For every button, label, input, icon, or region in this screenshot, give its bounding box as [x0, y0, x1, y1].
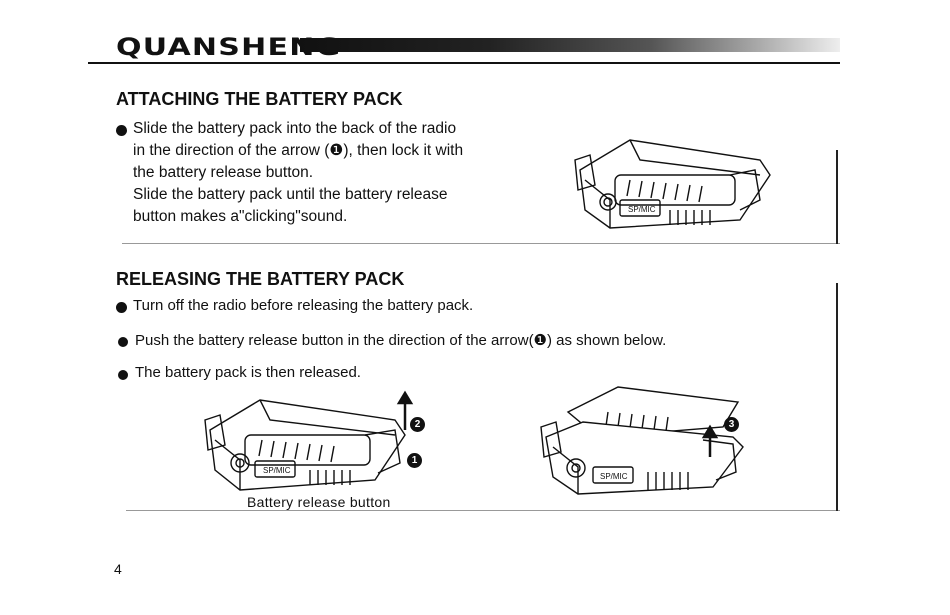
sp-mic-label: SP/MIC	[600, 472, 628, 481]
release-step-2: Push the battery release button in the d…	[135, 332, 667, 349]
attach-line-3: the battery release button.	[133, 164, 314, 181]
header-gradient-bar	[300, 38, 840, 52]
section-title-attaching: ATTACHING THE BATTERY PACK	[116, 89, 403, 109]
section-frame-right	[836, 283, 838, 511]
section-frame-right	[836, 150, 838, 244]
radio-released-illustration: SP/MIC	[540, 386, 744, 495]
section-frame-bottom	[126, 510, 840, 511]
bullet-icon	[116, 125, 127, 136]
header-rule	[88, 62, 840, 64]
step-badge-1: 1	[407, 453, 422, 468]
section-title-releasing: RELEASING THE BATTERY PACK	[116, 269, 405, 289]
attach-line-2: in the direction of the arrow (❶), then …	[133, 142, 464, 159]
attach-line-1: Slide the battery pack into the back of …	[133, 120, 457, 137]
radio-attach-illustration: SP/MIC	[574, 139, 771, 229]
step-number-icon	[118, 370, 128, 380]
release-step-1: Turn off the radio before releasing the …	[133, 297, 474, 314]
page-number: 4	[114, 561, 122, 577]
attach-line-5: button makes a"clicking"sound.	[133, 208, 348, 225]
radio-release-illustration: SP/MIC	[204, 390, 414, 491]
step-number-icon	[118, 337, 128, 347]
release-step-3: The battery pack is then released.	[135, 364, 361, 381]
attach-instructions: Slide the battery pack into the back of …	[133, 118, 513, 228]
attach-line-4: Slide the battery pack until the battery…	[133, 186, 448, 203]
sp-mic-label: SP/MIC	[628, 205, 656, 214]
battery-release-caption: Battery release button	[247, 494, 391, 510]
step-badge-3: 3	[724, 417, 739, 432]
sp-mic-label: SP/MIC	[263, 466, 291, 475]
bullet-icon	[116, 302, 127, 313]
step-badge-2: 2	[410, 417, 425, 432]
section-frame-bottom	[122, 243, 840, 244]
